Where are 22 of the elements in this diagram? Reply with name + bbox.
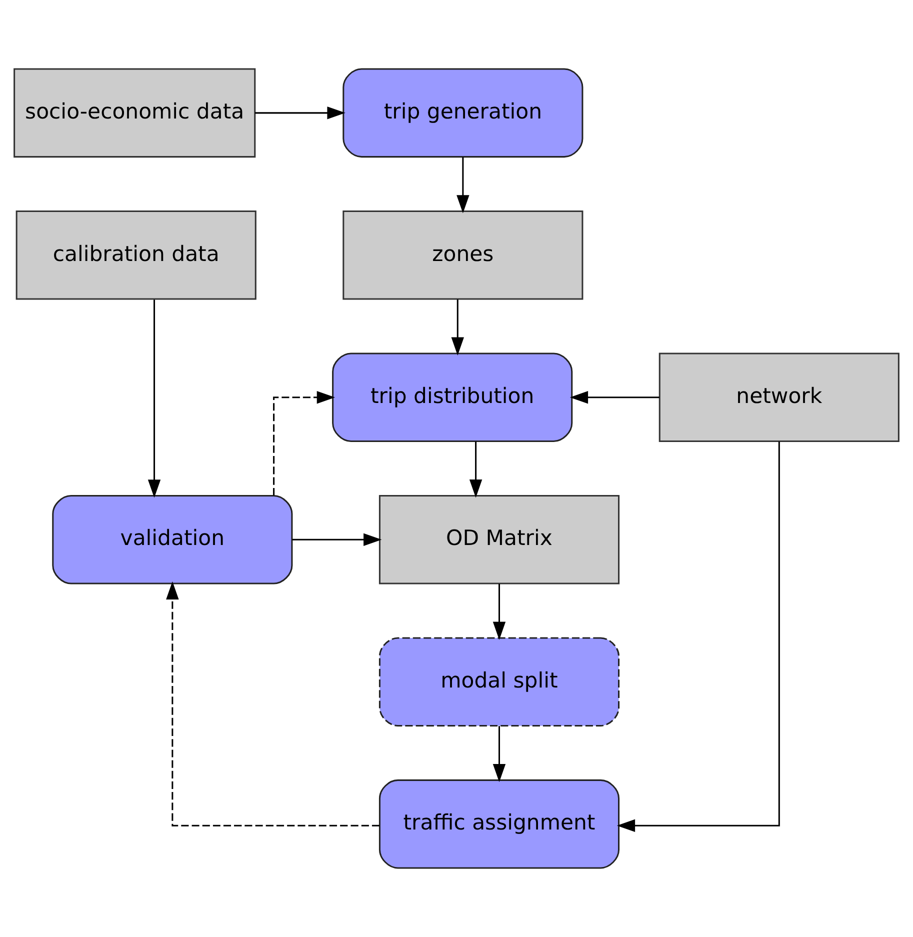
node-box: OD Matrix: [378, 494, 620, 584]
arrow: [492, 726, 506, 782]
arrow: [255, 106, 346, 120]
node-box: modal split: [378, 637, 620, 726]
arrow: [292, 533, 382, 546]
arrow: [456, 157, 470, 214]
arrow: [148, 300, 161, 498]
arrow: [570, 391, 660, 404]
arrow: [273, 391, 336, 496]
node-box: trip generation: [342, 68, 584, 158]
arrow: [469, 442, 482, 498]
arrow: [616, 442, 780, 832]
node-box: network: [658, 352, 900, 442]
arrow: [492, 584, 506, 640]
node-box: socio-economic data: [14, 68, 256, 158]
node-box: validation: [52, 494, 293, 584]
node-box: trip distribution: [332, 352, 573, 442]
node-box: zones: [342, 210, 584, 300]
arrow: [166, 581, 380, 826]
node-box: traffic assignment: [378, 779, 620, 869]
node-box: calibration data: [16, 210, 256, 300]
arrow: [451, 299, 464, 356]
